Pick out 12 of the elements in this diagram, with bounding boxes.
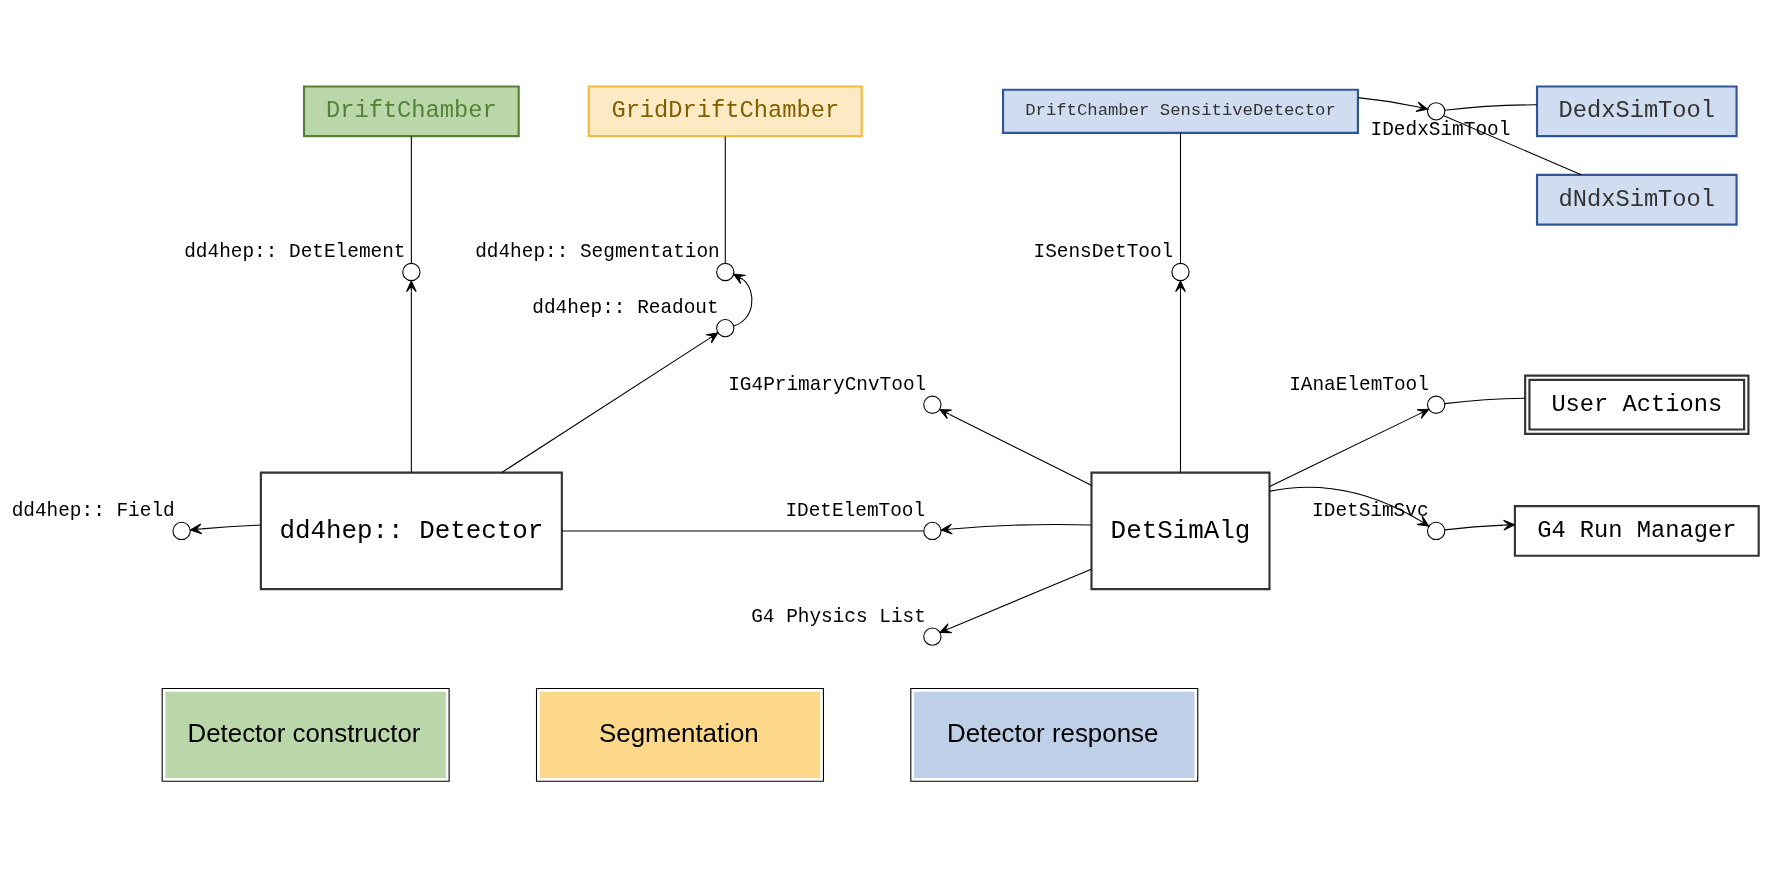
- node-label: IDetElemTool: [784, 499, 925, 522]
- node-label: dd4hep:: Segmentation: [474, 240, 720, 263]
- legend-label: Detector response: [946, 717, 1158, 746]
- legend-label: Detector constructor: [187, 717, 420, 746]
- node-label: dd4hep:: Readout: [531, 296, 719, 319]
- legend-label: Segmentation: [598, 717, 759, 746]
- node-label: G4 Physics List: [750, 605, 926, 628]
- node-label: dd4hep:: DetElement: [183, 240, 405, 263]
- node-label: dd4hep:: Field: [11, 499, 175, 522]
- node-label: ISensDetTool: [1032, 240, 1173, 263]
- node-label: IG4PrimaryCnvTool: [727, 373, 926, 396]
- node-label: IAnaElemTool: [1288, 373, 1429, 396]
